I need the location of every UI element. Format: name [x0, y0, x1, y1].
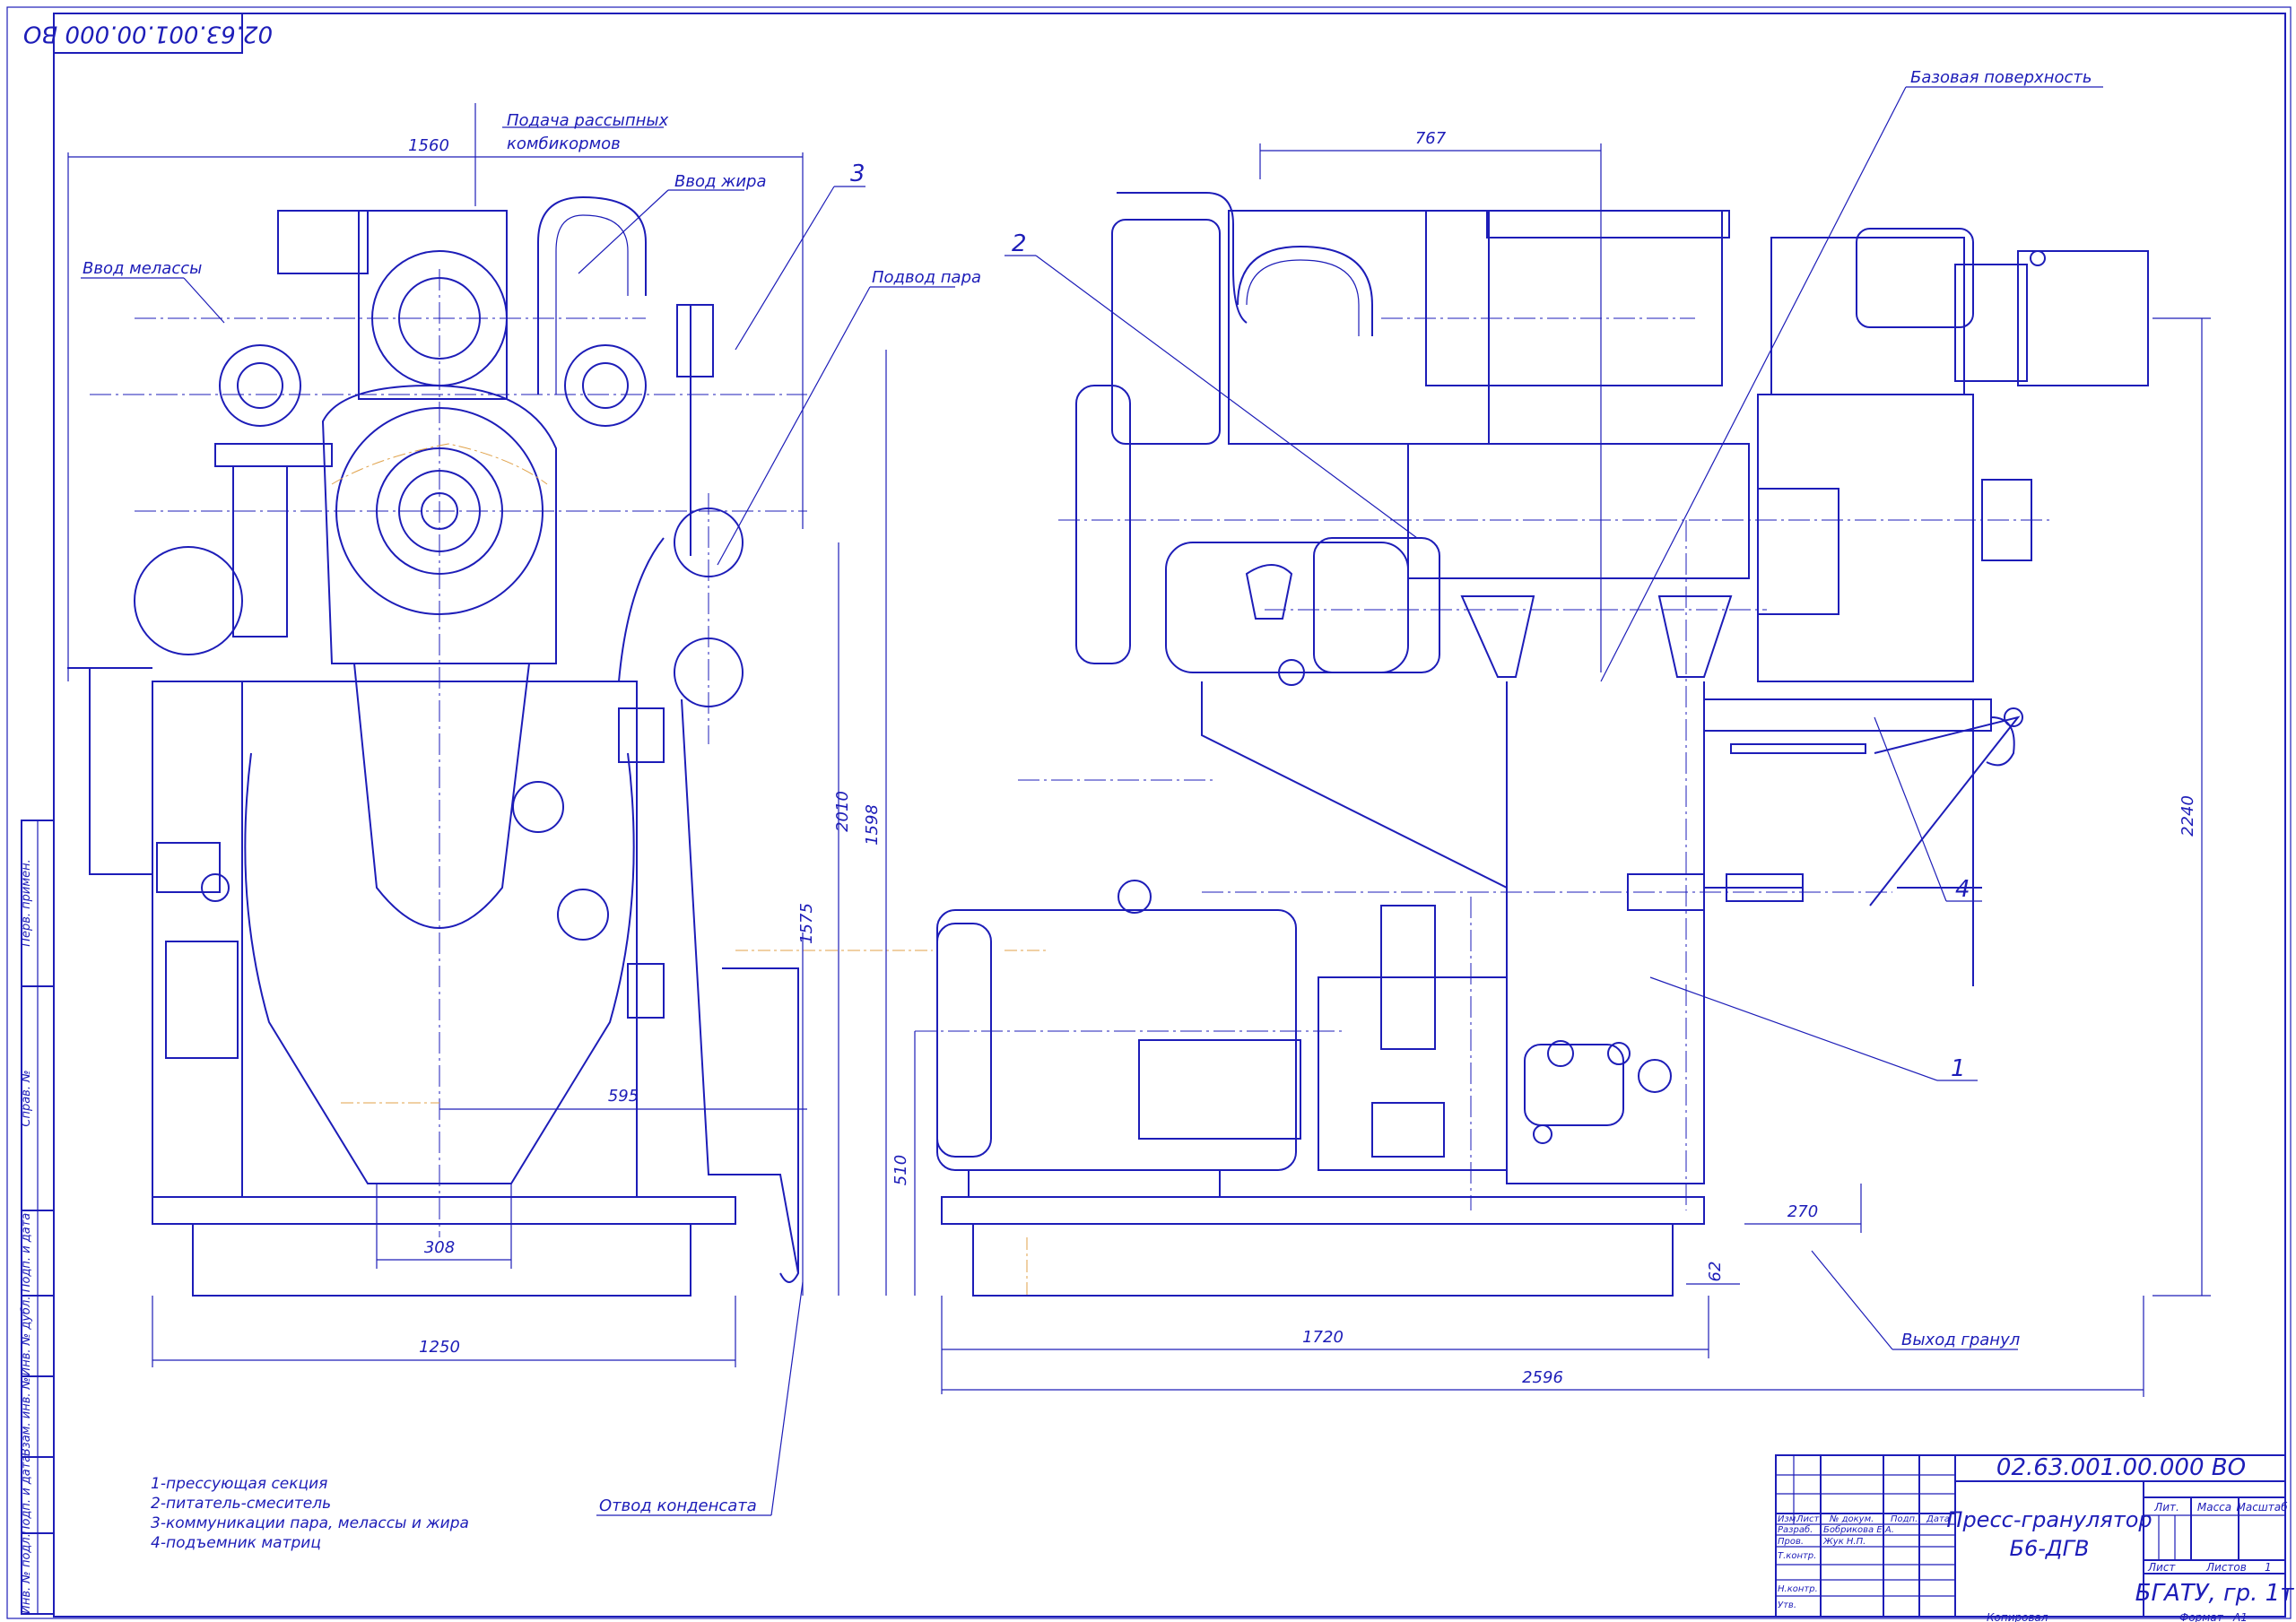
footer-format-label: Формат: [2179, 1611, 2224, 1622]
item-number-1: 1: [1951, 1055, 1966, 1082]
title-hdr-doc: № докум.: [1829, 1514, 1874, 1524]
dim-595: 595: [608, 1087, 639, 1106]
callout-base-surface: Базовая поверхность: [1910, 68, 2092, 87]
side-stamp: Перв. примен. Справ. № Подп. и дата Инв.…: [20, 820, 55, 1615]
title-sheets-value: 1: [2265, 1561, 2272, 1574]
title-hdr-sign: Подп.: [1891, 1514, 1918, 1524]
item-number-3: 3: [850, 160, 865, 187]
title-hdr-date: Дата: [1926, 1514, 1950, 1524]
dim-308: 308: [424, 1238, 455, 1257]
side-stamp-sign-date-1: Подп. и дата: [20, 1213, 33, 1293]
title-role-check: Пров.: [1778, 1537, 1804, 1547]
title-hdr-izm: Изм.: [1778, 1514, 1799, 1524]
side-stamp-sign-date-2: Подп. и дата: [20, 1455, 33, 1535]
dim-1720: 1720: [1302, 1328, 1344, 1347]
legend-item-2: 2-питатель-смеситель: [151, 1495, 331, 1513]
dim-2240: 2240: [2179, 795, 2197, 837]
title-col-mass: Масса: [2197, 1501, 2231, 1514]
title-role-approve: Утв.: [1778, 1600, 1796, 1610]
title-block: 02.63.001.00.000 ВО Пресс-гранулятор Б6-…: [1775, 1454, 2295, 1622]
callout-granule-output: Выход гранул: [1901, 1331, 2020, 1349]
dim-1560: 1560: [408, 136, 449, 155]
title-name-line1: Пресс-гранулятор: [1946, 1507, 2152, 1532]
footer-format-value: А1: [2232, 1611, 2248, 1622]
item-number-2: 2: [1012, 230, 1027, 257]
dim-767: 767: [1415, 129, 1447, 148]
legend: 1-прессующая секция 2-питатель-смеситель…: [151, 1475, 469, 1552]
title-role-tcontrol: Т.контр.: [1778, 1551, 1816, 1561]
title-role-dev: Разраб.: [1778, 1524, 1813, 1535]
dim-1575: 1575: [797, 903, 816, 944]
dim-270: 270: [1787, 1202, 1818, 1221]
side-stamp-repl-inv: Взам. инв. №: [20, 1377, 33, 1456]
callout-condensate-drain: Отвод конденсата: [599, 1496, 757, 1515]
legend-item-4: 4-подъемник матриц: [151, 1534, 321, 1552]
title-name-line2: Б6-ДГВ: [2010, 1536, 2090, 1561]
side-stamp-orig-inv: Инв. № подл.: [20, 1533, 33, 1614]
dim-510: 510: [891, 1155, 910, 1185]
side-stamp-first-use: Перв. примен.: [20, 859, 33, 947]
dim-2596: 2596: [1522, 1368, 1563, 1387]
callout-supply-feed-line1: Подача рассыпных: [507, 111, 669, 130]
title-hdr-list: Лист: [1796, 1514, 1821, 1524]
title-sheet-label: Лист: [2147, 1561, 2176, 1574]
top-stamp-designation: 02.63.001.00.000 ВО: [23, 21, 273, 48]
title-dev-name: Бобрикова Е.А.: [1823, 1524, 1894, 1535]
title-col-lit: Лит.: [2153, 1501, 2179, 1514]
item-number-4: 4: [1955, 876, 1970, 903]
title-sheets-label: Листов: [2205, 1561, 2247, 1574]
legend-item-3: 3-коммуникации пара, мелассы и жира: [151, 1514, 469, 1532]
callout-steam-supply: Подвод пара: [872, 268, 981, 287]
dim-62: 62: [1706, 1262, 1725, 1282]
dim-1250: 1250: [419, 1338, 460, 1357]
callouts: Подача рассыпных комбикормов Ввод жира В…: [81, 68, 2103, 1516]
title-designation: 02.63.001.00.000 ВО: [1996, 1454, 2246, 1481]
front-view: [67, 195, 933, 1297]
title-role-ncontrol: Н.контр.: [1778, 1584, 1818, 1594]
dimension-lines: 1560 767 2010 1598 1575 595 308 1250 510…: [67, 129, 2211, 1397]
callout-supply-feed-line2: комбикормов: [507, 134, 621, 153]
footer-copied: Копировал: [1987, 1611, 2048, 1622]
drawing-frame: 02.63.001.00.000 ВО: [6, 6, 2292, 1619]
legend-item-1: 1-прессующая секция: [151, 1475, 327, 1493]
side-view: [915, 192, 2149, 1297]
callout-molasses-input: Ввод мелассы: [83, 259, 202, 278]
title-check-name: Жук Н.П.: [1822, 1537, 1866, 1547]
side-stamp-dup-inv: Инв. № дубл.: [20, 1297, 33, 1376]
callout-fat-input: Ввод жира: [674, 172, 767, 191]
title-col-scale: Масштаб: [2236, 1501, 2288, 1514]
side-stamp-ref-no: Справ. №: [20, 1070, 33, 1126]
dim-1598: 1598: [863, 804, 882, 846]
title-organization: БГАТУ, гр. 1т: [2135, 1580, 2295, 1607]
dim-2010: 2010: [833, 791, 852, 832]
